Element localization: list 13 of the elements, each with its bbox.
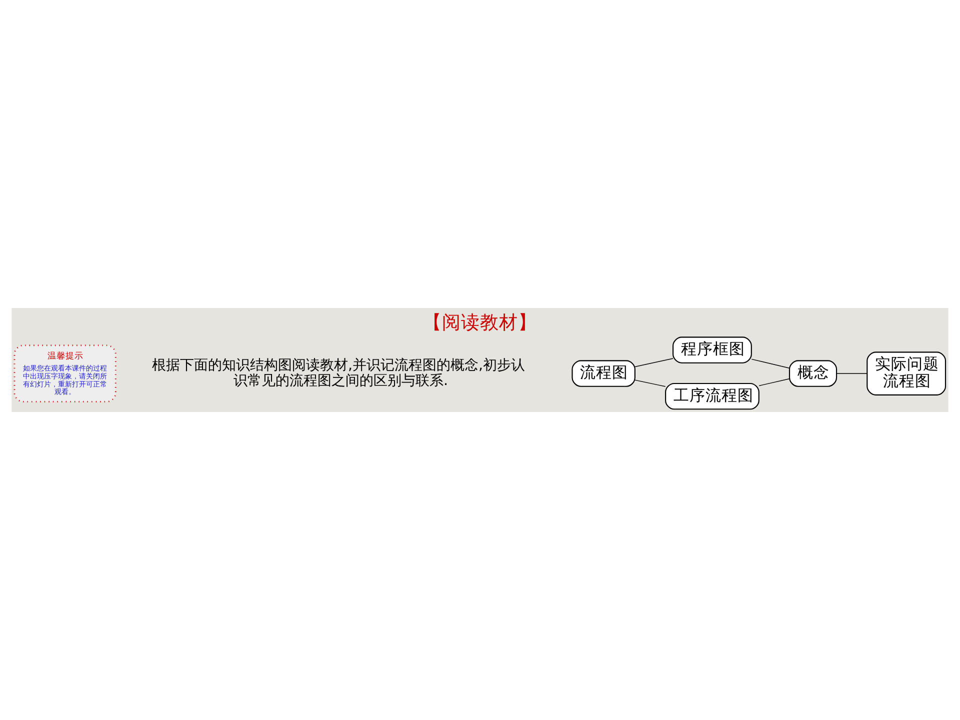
connector — [836, 373, 868, 374]
diagram-title: 【阅读教材】 — [423, 312, 537, 334]
node-box: 实际问题流程图 — [866, 352, 946, 396]
connector — [634, 358, 674, 368]
connector — [758, 378, 790, 386]
label: 根据下面的知识结构图阅读教材,并识记流程图的概念,初步认识常见的流程图之间的区别与联系. — [152, 357, 526, 389]
node-box: 程序框图 — [672, 336, 752, 364]
node-box: 流程图 — [572, 360, 636, 387]
connector — [751, 358, 790, 368]
node-box: 温馨提示 如果您在观看本课件的过程中出现压字现象，请关闭所有幻灯片，重新打开可正常观看。 — [14, 344, 116, 402]
node-box: 工序流程图 — [665, 382, 760, 410]
connector — [634, 380, 666, 387]
node-box: 概念 — [788, 360, 838, 387]
